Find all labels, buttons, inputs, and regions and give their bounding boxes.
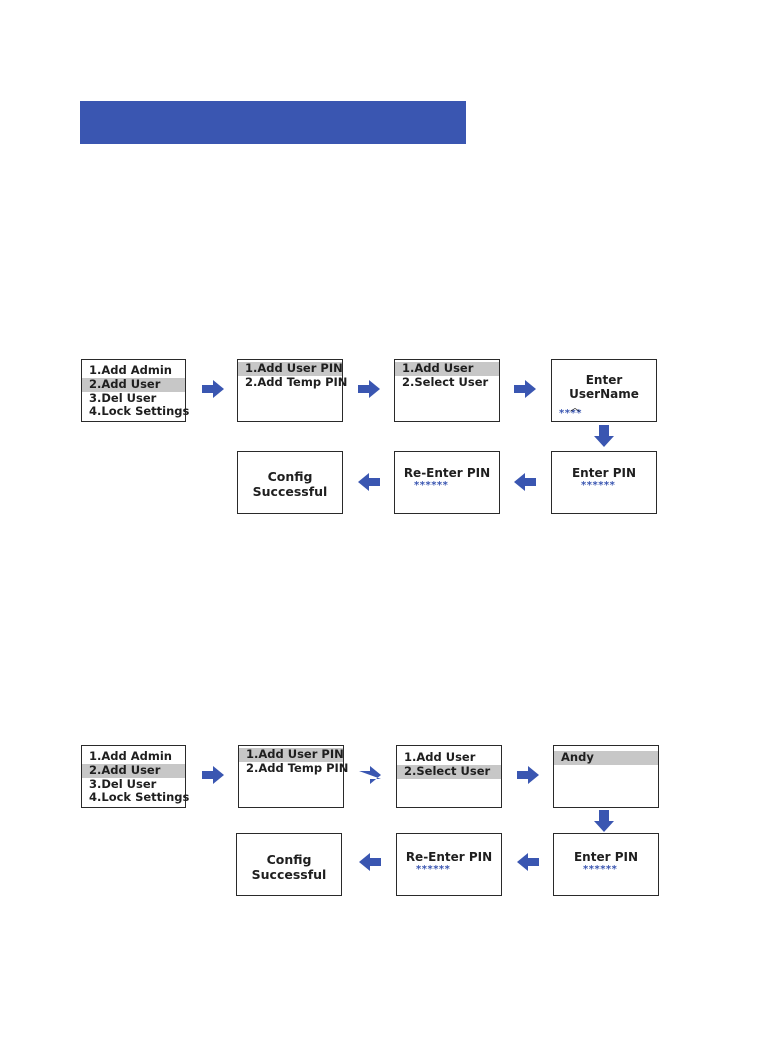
- arrow-left-icon: [517, 853, 539, 871]
- arrow-right-icon: [358, 380, 380, 398]
- menu-item-add-user[interactable]: 2.Add User: [82, 377, 185, 392]
- menu-item-add-user[interactable]: 2.Add User: [82, 763, 185, 778]
- result-line-successful: Successful: [251, 867, 327, 882]
- flow2-enter-pin-screen: Enter PIN ******: [553, 833, 659, 896]
- flow1-reenter-pin-screen: Re-Enter PIN ******: [394, 451, 500, 514]
- menu-item-add-user[interactable]: 1.Add User: [395, 361, 499, 376]
- flow2-user-list-screen: Andy: [553, 745, 659, 808]
- menu-item-del-user[interactable]: 3.Del User: [89, 776, 157, 791]
- arrow-right-icon: [359, 766, 381, 784]
- arrow-down-icon: [594, 810, 614, 832]
- menu-item-add-admin[interactable]: 1.Add Admin: [89, 363, 172, 377]
- menu-item-add-temp-pin[interactable]: 2.Add Temp PIN: [245, 374, 348, 389]
- arrow-left-icon: [514, 473, 536, 491]
- flow1-enter-username-screen: Enter UserName **** ︿: [551, 359, 657, 422]
- pin-input-value[interactable]: ******: [581, 480, 616, 491]
- flow1-enter-pin-screen: Enter PIN ******: [551, 451, 657, 514]
- enter-pin-prompt: Enter PIN: [571, 466, 636, 480]
- enter-username-prompt: Enter UserName: [569, 373, 639, 401]
- result-line-successful: Successful: [252, 484, 328, 499]
- arrow-right-icon: [517, 766, 539, 784]
- flow2-user-menu-screen: 1.Add User 2.Select User: [396, 745, 502, 808]
- arrow-right-icon: [514, 380, 536, 398]
- flow2-reenter-pin-screen: Re-Enter PIN ******: [396, 833, 502, 896]
- menu-item-lock-settings[interactable]: 4.Lock Settings: [89, 404, 190, 419]
- menu-item-add-user[interactable]: 1.Add User: [404, 750, 476, 764]
- arrow-right-icon: [202, 380, 224, 398]
- section-header-bar: [80, 101, 466, 144]
- reenter-pin-prompt: Re-Enter PIN: [405, 850, 493, 864]
- reenter-pin-input-value[interactable]: ******: [414, 480, 449, 491]
- arrow-left-icon: [359, 853, 381, 871]
- menu-item-select-user[interactable]: 2.Select User: [402, 374, 489, 389]
- result-line-config: Config: [266, 852, 312, 867]
- menu-item-add-temp-pin[interactable]: 2.Add Temp PIN: [246, 760, 349, 775]
- cursor-caret-icon: ︿: [570, 403, 580, 414]
- reenter-pin-input-value[interactable]: ******: [416, 864, 451, 875]
- menu-item-add-user-pin[interactable]: 1.Add User PIN: [239, 747, 344, 762]
- menu-item-del-user[interactable]: 3.Del User: [89, 390, 157, 405]
- enter-pin-prompt: Enter PIN: [573, 850, 638, 864]
- arrow-right-icon: [202, 766, 224, 784]
- user-list-item[interactable]: Andy: [554, 750, 658, 765]
- result-line-config: Config: [267, 469, 313, 484]
- menu-item-add-admin[interactable]: 1.Add Admin: [89, 749, 172, 763]
- flow1-add-user-pin-screen: 1.Add User PIN 2.Add Temp PIN: [237, 359, 348, 422]
- flow2-add-user-pin-screen: 1.Add User PIN 2.Add Temp PIN: [238, 745, 349, 808]
- username-input-value[interactable]: ****: [559, 408, 582, 419]
- menu-item-lock-settings[interactable]: 4.Lock Settings: [89, 790, 190, 805]
- flow1-config-result-screen: Config Successful: [237, 451, 343, 514]
- flow1-main-menu-screen: 1.Add Admin 2.Add User 3.Del User 4.Lock…: [81, 359, 190, 422]
- arrow-left-icon: [358, 473, 380, 491]
- flow2-config-result-screen: Config Successful: [236, 833, 342, 896]
- pin-input-value[interactable]: ******: [583, 864, 618, 875]
- menu-item-select-user[interactable]: 2.Select User: [397, 764, 501, 779]
- menu-item-add-user-pin[interactable]: 1.Add User PIN: [238, 361, 343, 376]
- arrow-down-icon: [594, 425, 614, 447]
- flow1-user-menu-screen: 1.Add User 2.Select User: [394, 359, 500, 422]
- flow2-main-menu-screen: 1.Add Admin 2.Add User 3.Del User 4.Lock…: [81, 745, 190, 808]
- reenter-pin-prompt: Re-Enter PIN: [403, 466, 491, 480]
